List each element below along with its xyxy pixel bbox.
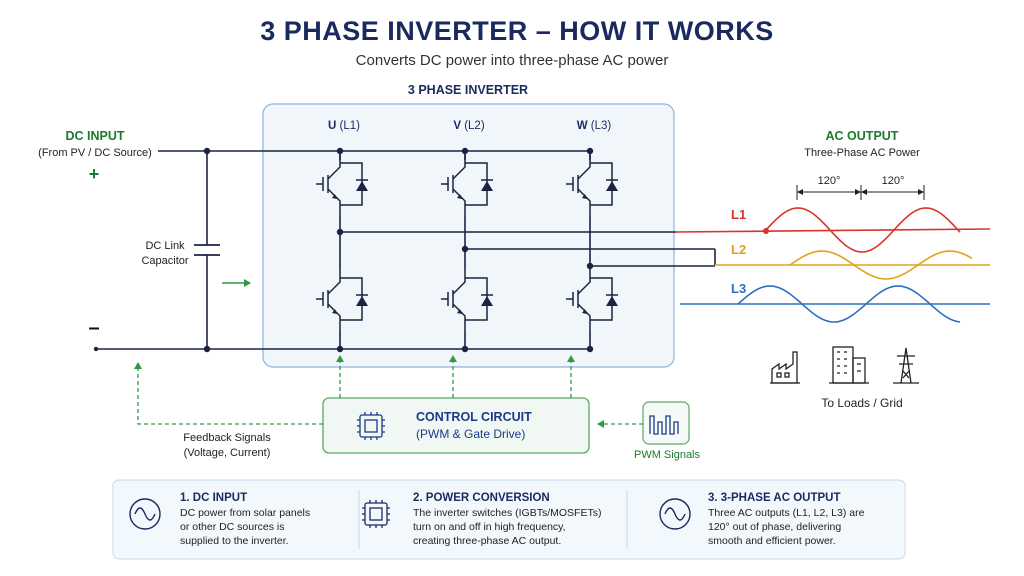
factory-icon — [770, 351, 800, 384]
igbt-switch-icon — [316, 155, 368, 215]
card-ac-output: 3. 3-PHASE AC OUTPUT Three AC outputs (L… — [659, 492, 865, 547]
card-dc-input: 1. DC INPUT DC power from solar panels o… — [129, 492, 310, 547]
dc-input-source: (From PV / DC Source) — [38, 147, 152, 159]
junction-dot — [586, 345, 594, 353]
chip-icon — [362, 500, 390, 528]
building-icon — [829, 346, 869, 384]
igbt-switch-icon — [316, 270, 368, 330]
control-circuit-title: CONTROL CIRCUIT — [416, 410, 532, 424]
pwm-waveform-icon — [649, 415, 679, 435]
summary-panel — [112, 479, 906, 560]
line-label-l2: L2 — [731, 242, 746, 257]
card-title: 3. 3-PHASE AC OUTPUT — [708, 492, 840, 504]
page-subtitle: Converts DC power into three-phase AC po… — [356, 52, 669, 69]
plus-sign: + — [89, 164, 100, 184]
pwm-signals-label: PWM Signals — [634, 449, 701, 461]
card-line: smooth and efficient power. — [708, 535, 836, 547]
feedback-path — [134, 362, 323, 425]
junction-dot — [461, 245, 469, 253]
angle-label-2: 120° — [882, 175, 905, 187]
feedback-label-line2: (Voltage, Current) — [184, 447, 271, 459]
control-circuit-subtitle: (PWM & Gate Drive) — [416, 427, 525, 441]
card-line: creating three-phase AC output. — [413, 535, 561, 547]
page-title: 3 PHASE INVERTER – HOW IT WORKS — [260, 16, 774, 46]
inverter-title: 3 PHASE INVERTER — [408, 83, 528, 97]
sine-wave-l1 — [765, 207, 961, 253]
control-circuit-box — [322, 397, 590, 454]
card-line: Three AC outputs (L1, L2, L3) are — [708, 507, 865, 519]
switch-legs — [316, 147, 618, 353]
ac-output-title: AC OUTPUT — [826, 129, 899, 143]
phase-shift-dimension — [796, 185, 925, 200]
junction-dot — [461, 147, 469, 155]
dc-link-capacitor — [194, 151, 220, 349]
phase-label-u: U (L1) — [328, 120, 360, 132]
feedback-label-line1: Feedback Signals — [183, 432, 271, 444]
capacitor-label-line1: DC Link — [145, 240, 185, 252]
junction-dot — [336, 228, 344, 236]
card-line: turn on and off in high frequency, — [413, 521, 566, 533]
loads-label: To Loads / Grid — [821, 396, 902, 410]
ac-line-l1 — [675, 228, 991, 233]
line-label-l1: L1 — [731, 207, 746, 222]
igbt-switch-icon — [566, 270, 618, 330]
capacitor-label-line2: Capacitor — [141, 255, 188, 267]
phase-label-w: W (L3) — [577, 120, 612, 132]
igbt-switch-icon — [441, 155, 493, 215]
dc-input-title: DC INPUT — [65, 129, 124, 143]
sine-wave-l2 — [789, 250, 973, 280]
inverter-box — [262, 103, 675, 368]
ac-output-subtitle: Three-Phase AC Power — [804, 147, 920, 159]
sine-wave-icon — [129, 498, 161, 530]
card-line: DC power from solar panels — [180, 507, 310, 519]
card-line: or other DC sources is — [180, 521, 284, 533]
card-line: 120° out of phase, delivering — [708, 521, 841, 533]
transmission-tower-icon — [893, 347, 919, 384]
gate-drive-arrows — [336, 355, 575, 398]
negative-terminal-dot — [93, 346, 99, 352]
card-title: 1. DC INPUT — [180, 492, 247, 504]
minus-sign: – — [88, 317, 99, 339]
igbt-switch-icon — [441, 270, 493, 330]
junction-dot — [203, 345, 211, 353]
card-line: The inverter switches (IGBTs/MOSFETs) — [413, 507, 601, 519]
card-title: 2. POWER CONVERSION — [413, 492, 550, 504]
sine-wave-icon — [659, 498, 691, 530]
igbt-switch-icon — [566, 155, 618, 215]
junction-dot — [586, 262, 594, 270]
chip-icon — [357, 412, 385, 440]
phase-label-v: V (L2) — [453, 120, 484, 132]
angle-label-1: 120° — [818, 175, 841, 187]
junction-dot — [586, 147, 594, 155]
junction-dot — [461, 345, 469, 353]
card-power-conversion: 2. POWER CONVERSION The inverter switche… — [362, 492, 601, 547]
junction-dot — [336, 147, 344, 155]
sine-wave-l3 — [737, 285, 961, 323]
line-label-l3: L3 — [731, 281, 746, 296]
junction-dot — [336, 345, 344, 353]
junction-dot — [203, 147, 211, 155]
card-line: supplied to the inverter. — [180, 535, 289, 547]
